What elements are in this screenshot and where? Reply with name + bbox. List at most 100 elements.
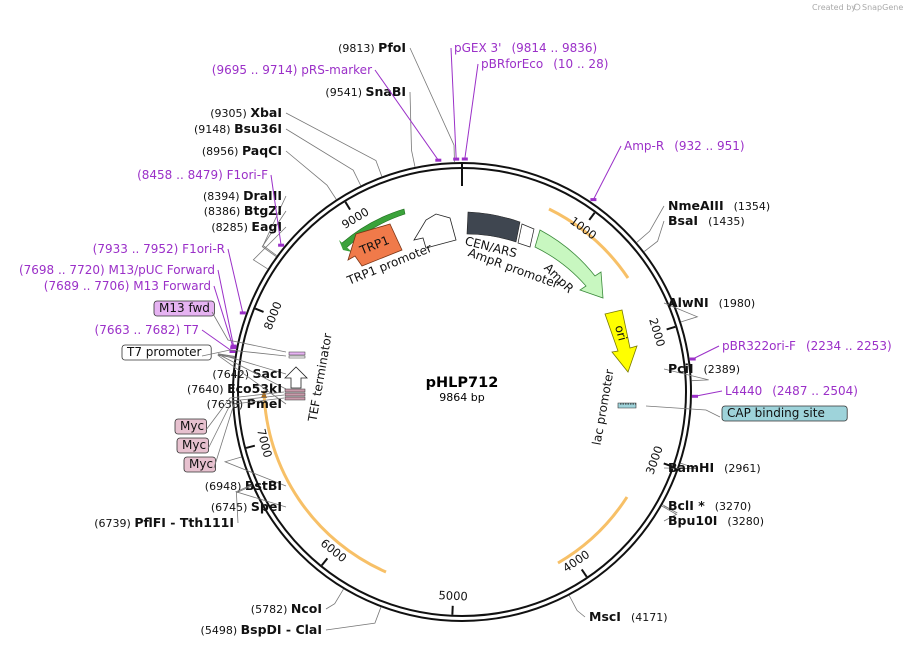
site-name: BamHI [668,460,714,475]
boxed-label-bg [721,405,848,422]
primer-label: (7933 .. 7952) F1ori-R [93,242,225,256]
site-position: (7640) [187,383,227,396]
site-label: (8386) BtgZI [204,203,282,218]
boxed-label-text: M13 fwd [159,301,210,315]
primer-leader [464,63,479,160]
primer-leader [217,269,235,347]
site-label: (7640) Eco53kI [187,381,282,396]
arc-top-right [548,207,630,279]
credit: Created by SnapGene [812,3,903,12]
site-name: PmeI [247,396,282,411]
site-label: Bpu10I(3280) [668,513,764,528]
site-label: (9541) SnaBI [325,84,406,99]
site-position: (5498) [201,624,241,637]
site-leader [223,456,287,487]
site-position: (9305) [210,107,250,120]
site-label: (9305) XbaI [210,105,282,120]
primer-range: (8458 .. 8479) [137,168,227,182]
site-position: (8394) [203,190,243,203]
site-position: (8386) [204,205,244,218]
tick-label: 8000 [261,299,285,331]
primer-label: (9695 .. 9714) pRS-marker [212,63,372,77]
site-leader [252,226,287,270]
site-label: (5498) BspDI - ClaI [201,622,322,637]
primer-label: (8458 .. 8479) F1ori-F [137,168,268,182]
primer-range: (10 .. 28) [553,57,608,71]
site-name: EagI [251,219,282,234]
site-label: AlwNI(1980) [668,295,755,310]
site-name: BclI * [668,498,705,513]
site-name: PflFI - Tth111I [134,515,234,530]
site-position: (2389) [704,363,741,376]
site-position: (6739) [94,517,134,530]
site-leader [325,588,344,610]
leader-t7-promoter [201,349,287,357]
site-leader [234,484,287,508]
site-name: AlwNI [668,295,709,310]
primer-name: pRS-marker [301,63,372,77]
primer-name: M13 Forward [133,279,211,293]
boxed-label-bg [176,437,210,454]
tick-mark [666,325,676,331]
site-position: (6948) [205,480,245,493]
site-label: (8394) DraIII [203,188,282,203]
tick-label: 3000 [643,444,666,476]
primer-leader [213,285,234,348]
primer-label: L4440(2487 .. 2504) [725,384,858,398]
leader-myc-3 [213,397,285,469]
site-leader [643,220,665,252]
tick-mark [245,444,256,449]
tick-label: 5000 [438,588,468,603]
primer-label: pBRforEco(10 .. 28) [481,57,608,71]
primer-label: (7689 .. 7706) M13 Forward [44,279,211,293]
site-label: BsaI(1435) [668,213,745,228]
boxed-label-text: Myc [180,419,204,433]
feature-ori-label: ori [612,324,630,343]
boxed-label-text: Myc [189,457,213,471]
site-name: PfoI [378,40,406,55]
site-name: PaqCI [242,143,282,158]
site-leader [235,485,253,524]
primer-leader [201,329,233,352]
site-label: (7642) SacI [212,366,282,381]
site-leader [636,205,665,243]
site-label: (7633) PmeI [207,396,282,411]
myc-tag-1 [284,388,306,393]
primer-name: pBR322ori-F [722,339,796,353]
primer-name: Amp-R [624,139,664,153]
site-position: (2961) [724,462,761,475]
primer-leader [592,145,622,200]
tick-mark [580,568,588,578]
site-position: (3270) [715,500,752,513]
primer-range: (7933 .. 7952) [93,242,183,256]
site-label: MscI(4171) [589,609,668,624]
boxed-label-leaders [201,311,721,469]
feature-trp1 [347,223,403,267]
site-name: NmeAIII [668,198,724,213]
site-label: (6948) BstBI [205,478,282,493]
site-label: (6739) PflFI - Tth111I [94,515,234,530]
leader-myc-2 [207,394,285,450]
site-position: (9541) [325,86,365,99]
site-position: (9148) [194,123,234,136]
site-name: PciI [668,361,694,376]
site-position: (3280) [727,515,764,528]
site-position: (7633) [207,398,247,411]
site-name: DraIII [243,188,282,203]
tick-label: 7000 [254,427,275,459]
site-position: (4171) [631,611,668,624]
site-position: (1435) [708,215,745,228]
site-leader [661,505,678,522]
leader-cap-binding [645,405,721,418]
site-position: (9813) [338,42,378,55]
brand-text: SnapGene [862,3,903,12]
primer-label: Amp-R(932 .. 951) [624,139,745,153]
primer-leader [450,47,457,160]
site-position: (8285) [211,221,251,234]
site-position: (6745) [211,501,251,514]
primer-name: T7 [183,323,199,337]
site-label: (5782) NcoI [251,601,322,616]
feature-ori [604,309,638,373]
m13-fwd-mark [288,351,306,356]
